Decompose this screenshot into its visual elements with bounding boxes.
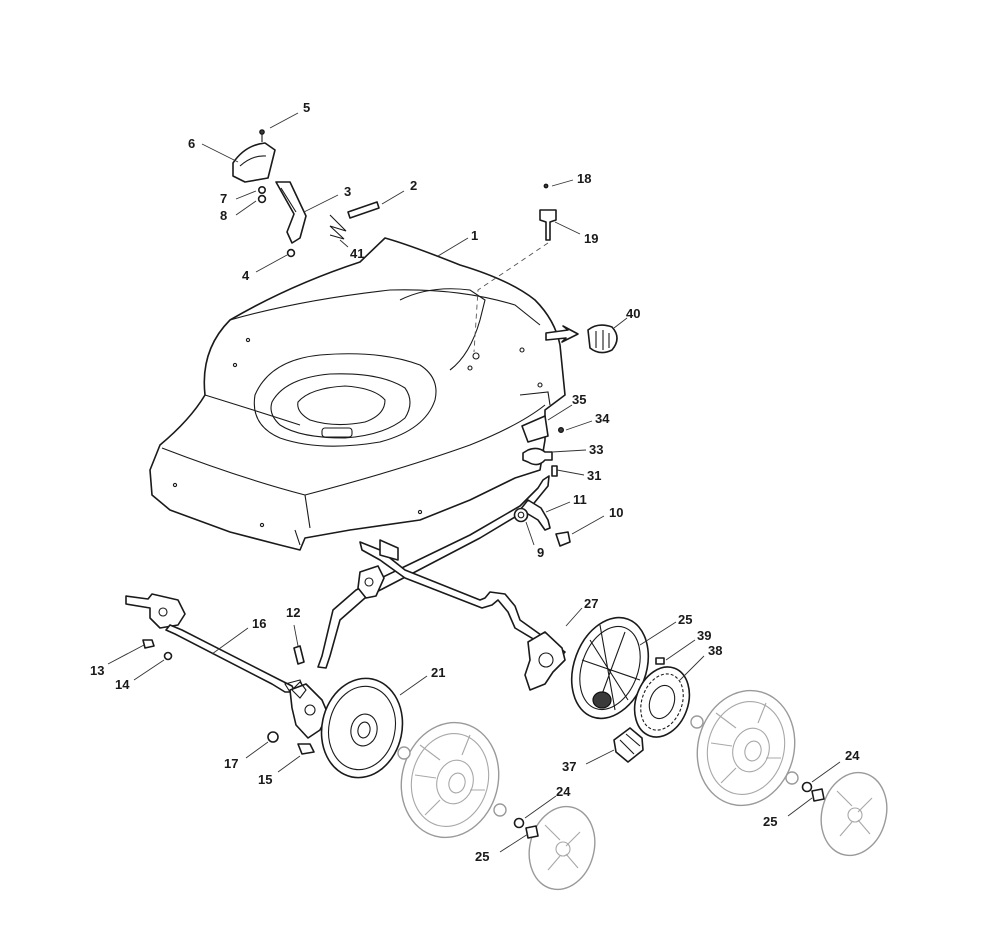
rear-bracket-assembly [521, 324, 618, 477]
callout-8: 8 [220, 208, 227, 223]
nut-25-right [811, 788, 825, 802]
bearing-left-inner [397, 746, 411, 760]
screw-39 [655, 657, 665, 665]
nut-4 [286, 248, 296, 258]
bolt-19 [539, 209, 557, 241]
hub-cap-21 [320, 677, 404, 779]
wheel-right [696, 689, 796, 807]
callout-38: 38 [708, 643, 722, 658]
leader-lines [107, 112, 841, 853]
front-bracket-left [125, 593, 186, 629]
drive-gear-assembly [570, 616, 691, 763]
callout-40: 40 [626, 306, 640, 321]
lever-arm-3 [275, 181, 307, 244]
washer-24-left [513, 817, 525, 829]
wheel-cap-right [820, 771, 888, 857]
bearing-left-outer [493, 803, 507, 817]
height-lever-assembly [232, 129, 557, 353]
screw-10 [555, 531, 571, 547]
callout-25-right: 25 [763, 814, 777, 829]
callout-33: 31 [587, 468, 601, 483]
bearing-right-inner [690, 715, 704, 729]
callout-1: 1 [471, 228, 478, 243]
wheel-cap-left [528, 805, 596, 891]
callout-12: 12 [286, 605, 300, 620]
screw-5 [259, 129, 265, 135]
lever-knob [232, 142, 276, 183]
screw-13 [142, 639, 155, 649]
callout-27: 25 [678, 612, 692, 627]
clip-34 [522, 447, 553, 466]
callout-24-right: 24 [845, 748, 860, 763]
screw-15 [297, 743, 315, 755]
nut-25-left [525, 825, 539, 839]
callout-2: 2 [410, 178, 417, 193]
nut-8 [257, 194, 267, 204]
callout-13: 13 [90, 663, 104, 678]
washer-9 [513, 507, 529, 523]
callout-34: 33 [589, 442, 603, 457]
callout-25-left: 25 [475, 849, 489, 864]
callout-36: 35 [572, 392, 586, 407]
callout-18: 18 [577, 171, 591, 186]
washer-7 [257, 186, 266, 195]
callout-41: 41 [350, 246, 364, 261]
callout-16: 16 [252, 616, 266, 631]
wheel-left [400, 721, 500, 839]
callout-3: 3 [344, 184, 351, 199]
spacer-12 [293, 645, 305, 665]
rod-pivot [379, 539, 399, 561]
callout-35: 34 [595, 411, 610, 426]
mower-deck [149, 237, 566, 551]
callout-39: 39 [697, 628, 711, 643]
callout-11: 11 [573, 492, 587, 507]
callout-17: 17 [224, 756, 238, 771]
callout-10: 10 [609, 505, 623, 520]
rod-clamp [357, 565, 385, 599]
rear-axle-rod-31 [317, 475, 550, 669]
front-axle-16 [165, 624, 296, 693]
washer-24-right [801, 781, 813, 793]
callout-7: 7 [220, 191, 227, 206]
bearing-right-outer [785, 771, 799, 785]
front-axle-assembly [125, 593, 329, 755]
callout-labels: 5 6 7 8 3 2 4 41 1 18 19 40 35 34 33 31 … [90, 100, 860, 864]
callout-6: 6 [188, 136, 195, 151]
arrow-40 [545, 325, 579, 343]
rear-axle-assembly [317, 475, 571, 691]
callout-4: 4 [242, 268, 250, 283]
callout-37: 37 [562, 759, 576, 774]
callout-31: 27 [584, 596, 598, 611]
pin-2 [347, 201, 380, 219]
callout-14: 14 [115, 677, 130, 692]
washer-14 [163, 651, 173, 661]
nut-17 [267, 731, 279, 743]
pinion-37 [613, 727, 644, 763]
callout-24-left: 24 [556, 784, 571, 799]
callout-19: 19 [584, 231, 598, 246]
pivot-11 [519, 499, 551, 531]
callout-21: 21 [431, 665, 445, 680]
bracket-36 [521, 415, 549, 443]
callout-5: 5 [303, 100, 310, 115]
screw-33 [551, 465, 558, 477]
screw-35 [557, 427, 564, 434]
screw-18 [543, 183, 549, 189]
callout-15: 15 [258, 772, 272, 787]
bracket-31 [524, 631, 566, 691]
callout-9: 9 [537, 545, 544, 560]
spring-41 [329, 214, 347, 240]
